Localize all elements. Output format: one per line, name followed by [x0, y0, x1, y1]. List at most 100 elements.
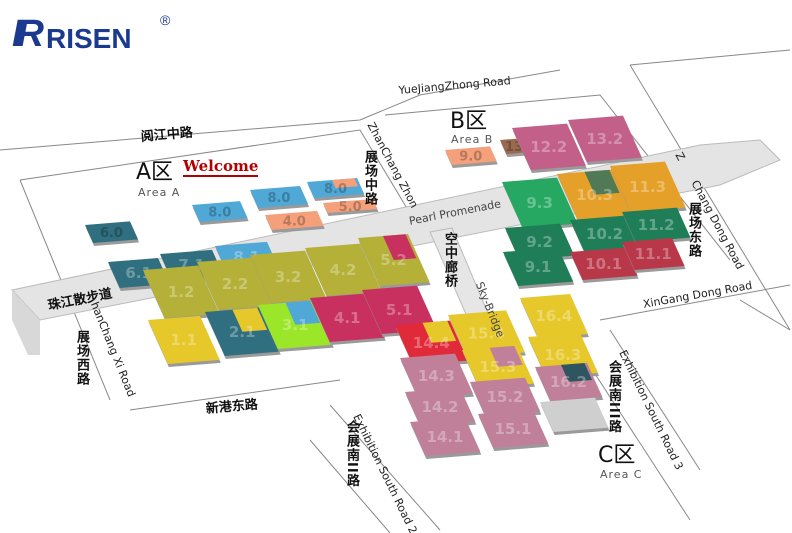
- hall-15.2[interactable]: 15.2: [470, 377, 542, 419]
- hall-shape: [512, 123, 586, 170]
- hall-number: 4.1: [334, 309, 361, 327]
- hall-accent: [422, 320, 457, 343]
- hall-number: 15.2: [486, 388, 523, 406]
- hall-1.1[interactable]: 1.1: [148, 315, 221, 367]
- hall-2.2[interactable]: 2.2: [197, 257, 275, 313]
- hall-annex[interactable]: [540, 397, 610, 435]
- hall-shape: [570, 247, 638, 280]
- hall-shape: [610, 161, 686, 212]
- hall-number: 1.2: [168, 283, 195, 301]
- hall-number: 5.1: [386, 301, 413, 319]
- hall-2.1[interactable]: 2.1: [205, 307, 281, 359]
- hall-13.2[interactable]: 13.2: [568, 115, 643, 165]
- hall-accent: [332, 178, 359, 188]
- hall-10.1[interactable]: 10.1: [570, 247, 639, 283]
- hall-shape: [540, 397, 609, 432]
- road-zhanchang-zhong-cn: 展场中路: [362, 150, 377, 206]
- hall-shape: [470, 377, 541, 416]
- hall-shape: [448, 310, 525, 357]
- hall-shape: [410, 417, 481, 456]
- hall-9.1[interactable]: 9.1: [503, 247, 575, 289]
- road-lines: [0, 49, 791, 533]
- hall-number: 13.2: [586, 130, 623, 148]
- hall-number: 9.0: [459, 150, 482, 165]
- hall-shape: [478, 409, 549, 448]
- hall-4.2[interactable]: 4.2: [305, 243, 383, 299]
- hall-number: 15.3: [479, 358, 516, 376]
- hall-number: 5.0: [339, 200, 362, 215]
- hall-accent: [561, 363, 593, 382]
- hall-number: 14.1: [426, 428, 463, 446]
- hall-shape: [197, 257, 274, 310]
- hall-number: 11.2: [638, 216, 675, 234]
- hall-1.2[interactable]: 1.2: [143, 265, 221, 321]
- hall-shape: [250, 250, 327, 303]
- hall-15.4[interactable]: 15.4: [448, 310, 526, 360]
- registered-mark: ®: [160, 12, 171, 28]
- hall-4.0[interactable]: 4.0: [265, 210, 325, 233]
- hall-4.1[interactable]: 4.1: [310, 293, 386, 345]
- hall-9.0[interactable]: 9.0: [445, 146, 498, 168]
- hall-9.3[interactable]: 9.3: [502, 177, 579, 231]
- hall-number: 3.1: [282, 316, 309, 334]
- hall-shape: [85, 221, 139, 243]
- hall-shape: [362, 285, 437, 334]
- hall-number: 16.3: [544, 346, 581, 364]
- hall-shape: [520, 294, 588, 338]
- hall-11.2[interactable]: 11.2: [622, 207, 692, 245]
- hall-shape: [265, 210, 324, 230]
- hall-number: 4.0: [283, 214, 306, 229]
- hall-number: 2.1: [229, 323, 256, 341]
- hall-number: 11.3: [629, 178, 666, 196]
- hall-8.0[interactable]: 8.0: [192, 201, 249, 225]
- road-south3-cn: 会展南III路: [606, 360, 621, 434]
- hall-14.1[interactable]: 14.1: [410, 417, 482, 459]
- hall-number: 5.2: [380, 251, 407, 269]
- hall-number: 15.4: [468, 325, 505, 343]
- hall-16.2[interactable]: 16.2: [535, 362, 604, 404]
- hall-8.0[interactable]: 8.0: [307, 178, 366, 201]
- hall-number: 16.4: [535, 307, 572, 325]
- hall-shape: [622, 207, 691, 242]
- hall-number: 8.0: [324, 182, 347, 197]
- hall-number: 2.2: [222, 275, 249, 293]
- hall-10.3[interactable]: 10.3: [557, 169, 634, 223]
- area-a-label: Area A: [138, 186, 181, 199]
- hall-10.2[interactable]: 10.2: [570, 215, 641, 255]
- welcome-marker[interactable]: Welcome: [183, 157, 259, 177]
- road-zhanchang-dong-cn: 展场东路: [686, 202, 701, 258]
- hall-3.1[interactable]: 3.1: [258, 300, 334, 352]
- hall-6.0[interactable]: 6.0: [85, 221, 140, 246]
- hall-12.2[interactable]: 12.2: [512, 123, 587, 173]
- hall-shape: [148, 315, 220, 364]
- hall-3.2[interactable]: 3.2: [250, 250, 328, 306]
- hall-16.4[interactable]: 16.4: [520, 294, 589, 341]
- hall-shape: [503, 247, 574, 286]
- hall-8.0[interactable]: 8.0: [250, 186, 310, 211]
- hall-11.3[interactable]: 11.3: [610, 161, 687, 215]
- hall-number: 1.1: [170, 331, 197, 349]
- risen-logo: IR RISEN ®: [12, 12, 170, 54]
- hall-14.2[interactable]: 14.2: [405, 387, 477, 429]
- hall-number: 14.4: [413, 334, 450, 352]
- hall-number: 8.0: [208, 206, 231, 221]
- hall-number: 12.2: [530, 138, 567, 156]
- hall-5.2[interactable]: 5.2: [358, 234, 431, 289]
- hall-shape: [323, 199, 378, 213]
- hall-accent: [383, 234, 417, 260]
- hall-number: 10.1: [585, 255, 622, 273]
- hall-11.1[interactable]: 11.1: [622, 238, 686, 273]
- area-c-title: C区: [598, 443, 636, 468]
- hall-shape: [568, 115, 642, 162]
- logo-text: RISEN: [46, 23, 132, 54]
- hall-15.1[interactable]: 15.1: [478, 409, 550, 451]
- hall-number: 9.1: [525, 258, 552, 276]
- hall-5.0[interactable]: 5.0: [323, 199, 379, 216]
- hall-accent: [584, 169, 620, 195]
- hall-shape: [305, 243, 382, 296]
- hall-shape: [192, 201, 248, 222]
- hall-number: 10.2: [586, 225, 623, 243]
